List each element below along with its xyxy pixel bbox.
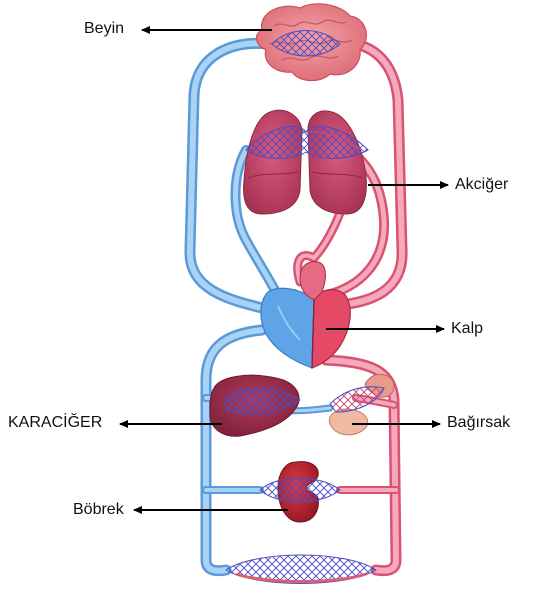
label-intestine: Bağırsak (447, 414, 510, 432)
heart-organ (261, 262, 350, 368)
kidney-organ (260, 462, 340, 522)
label-brain: Beyin (84, 20, 124, 38)
vein-lower-return (206, 330, 262, 571)
label-heart: Kalp (451, 320, 483, 338)
lower-body-capillaries (226, 555, 376, 584)
label-lungs: Akciğer (455, 176, 508, 194)
label-kidney: Böbrek (73, 501, 124, 519)
brain-organ (256, 4, 366, 81)
liver-organ (210, 375, 300, 436)
label-liver: KARACİĞER (8, 414, 102, 432)
lungs-organ (244, 110, 368, 214)
